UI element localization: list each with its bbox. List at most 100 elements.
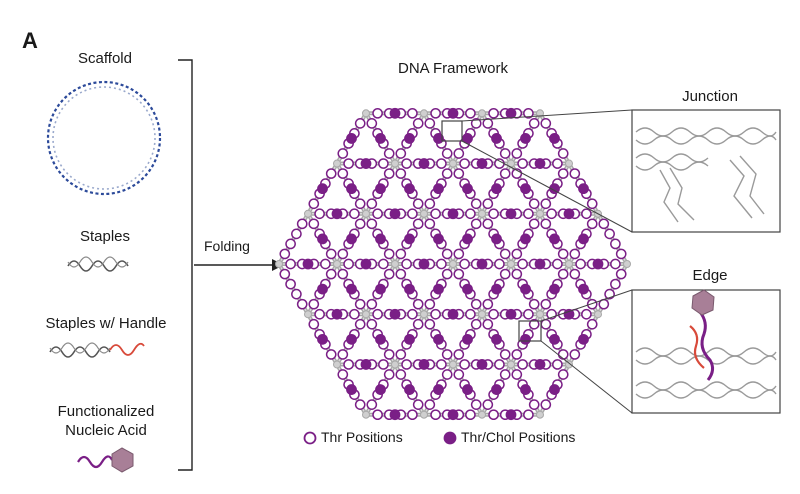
thr-position-marker (470, 318, 482, 330)
thr-chol-position-marker (433, 384, 444, 395)
lattice-junction (478, 109, 486, 118)
thr-chol-position-marker (404, 333, 415, 345)
lattice-junction (478, 209, 486, 218)
thr-position-marker (557, 148, 569, 159)
thr-position-marker (383, 168, 395, 179)
thr-position-marker (465, 409, 476, 421)
thr-position-marker (499, 168, 511, 179)
thr-position-marker (436, 258, 447, 270)
thr-position-marker (430, 409, 441, 421)
thr-position-marker (354, 298, 366, 310)
thr-position-marker (349, 308, 360, 320)
thr-position-marker (598, 218, 610, 230)
thr-chol-position-marker (476, 258, 488, 270)
thr-position-marker (615, 268, 627, 280)
thr-position-marker (441, 369, 453, 380)
lattice-junction (304, 310, 312, 319)
thr-position-marker (343, 158, 354, 169)
thr-position-marker (511, 148, 523, 159)
thr-chol-position-marker (389, 208, 401, 220)
thr-position-marker (354, 399, 366, 410)
thr-chol-position-marker (346, 133, 357, 144)
thr-chol-position-marker (404, 283, 415, 295)
thr-position-marker (372, 208, 383, 220)
thr-position-marker (540, 198, 552, 210)
lattice-junction (507, 260, 515, 268)
thr-chol-position-marker (360, 158, 372, 169)
thr-position-marker (424, 298, 436, 310)
thr-chol-position-marker (389, 308, 401, 320)
thr-position-marker (569, 168, 581, 179)
thr-position-marker (412, 318, 424, 330)
lattice-junction (449, 260, 457, 268)
thr-chol-position-marker (346, 384, 357, 395)
thr-chol-position-marker (505, 308, 517, 320)
thr-position-marker (337, 369, 349, 380)
thr-position-marker (395, 148, 407, 159)
thr-chol-position-marker (375, 384, 386, 395)
thr-chol-position-marker (433, 233, 444, 245)
thr-position-marker (395, 248, 407, 260)
edge-inset-label: Edge (692, 267, 728, 284)
thr-position-marker (354, 318, 366, 330)
thr-position-marker (296, 298, 308, 310)
thr-position-marker (412, 118, 424, 129)
lattice-junction (362, 410, 370, 419)
thr-chol-position-marker (491, 133, 502, 144)
thr-position-marker (499, 148, 511, 159)
thr-position-marker (499, 268, 511, 280)
lattice-junction (333, 360, 341, 369)
legend-thr-chol-positions-label: Thr/Chol Positions (461, 429, 576, 445)
thr-position-marker (453, 168, 465, 179)
lattice-junction (594, 310, 602, 319)
lattice-junction (275, 260, 283, 268)
thr-chol-position-marker (404, 133, 415, 144)
thr-chol-position-marker (404, 183, 415, 195)
lattice-junction (362, 310, 370, 319)
thr-position-marker (528, 318, 540, 330)
thr-position-marker (436, 359, 447, 370)
thr-position-marker (511, 268, 523, 280)
thr-chol-position-marker (534, 258, 546, 270)
thr-position-marker (453, 248, 465, 260)
thr-position-marker (528, 198, 540, 210)
thr-position-marker (395, 168, 407, 179)
thr-chol-position-marker (578, 183, 589, 195)
lattice-junction (507, 360, 515, 369)
thr-chol-position-marker (491, 283, 502, 295)
thr-chol-position-marker (404, 233, 415, 245)
thr-position-marker (488, 409, 499, 421)
thr-chol-position-marker (476, 158, 488, 169)
thr-chol-position-marker (404, 384, 415, 395)
staples-with-handle-label: Staples w/ Handle (45, 315, 167, 332)
thr-position-marker (366, 198, 378, 210)
thr-position-marker (441, 268, 453, 280)
thr-chol-position-marker (433, 283, 444, 295)
thr-position-marker (378, 158, 389, 169)
thr-position-marker (482, 118, 494, 129)
thr-chol-position-marker (462, 133, 473, 144)
thr-chol-position-marker (346, 233, 357, 245)
edge-zoom-indicator (518, 289, 633, 414)
thr-position-marker (354, 198, 366, 210)
thr-position-marker (441, 168, 453, 179)
thr-chol-position-marker (520, 233, 531, 245)
thr-chol-position-marker (331, 308, 343, 320)
thr-position-marker (401, 359, 412, 370)
thr-position-marker (424, 118, 436, 129)
functionalized-line-1: Functionalized (57, 403, 155, 420)
thr-chol-position-marker (563, 308, 575, 320)
thr-position-marker (528, 118, 540, 129)
lattice-junction (565, 360, 573, 369)
lattice-junction (333, 159, 341, 168)
thr-position-marker (488, 107, 499, 119)
thr-position-marker (395, 268, 407, 280)
thr-position-marker (337, 148, 349, 159)
thr-position-marker (430, 208, 441, 220)
lattice-junction (536, 209, 544, 218)
thr-position-marker (586, 318, 598, 330)
thr-position-marker (372, 409, 383, 421)
thr-position-marker (581, 208, 592, 220)
thr-position-marker (494, 258, 505, 270)
thr-chol-position-marker (534, 359, 546, 370)
